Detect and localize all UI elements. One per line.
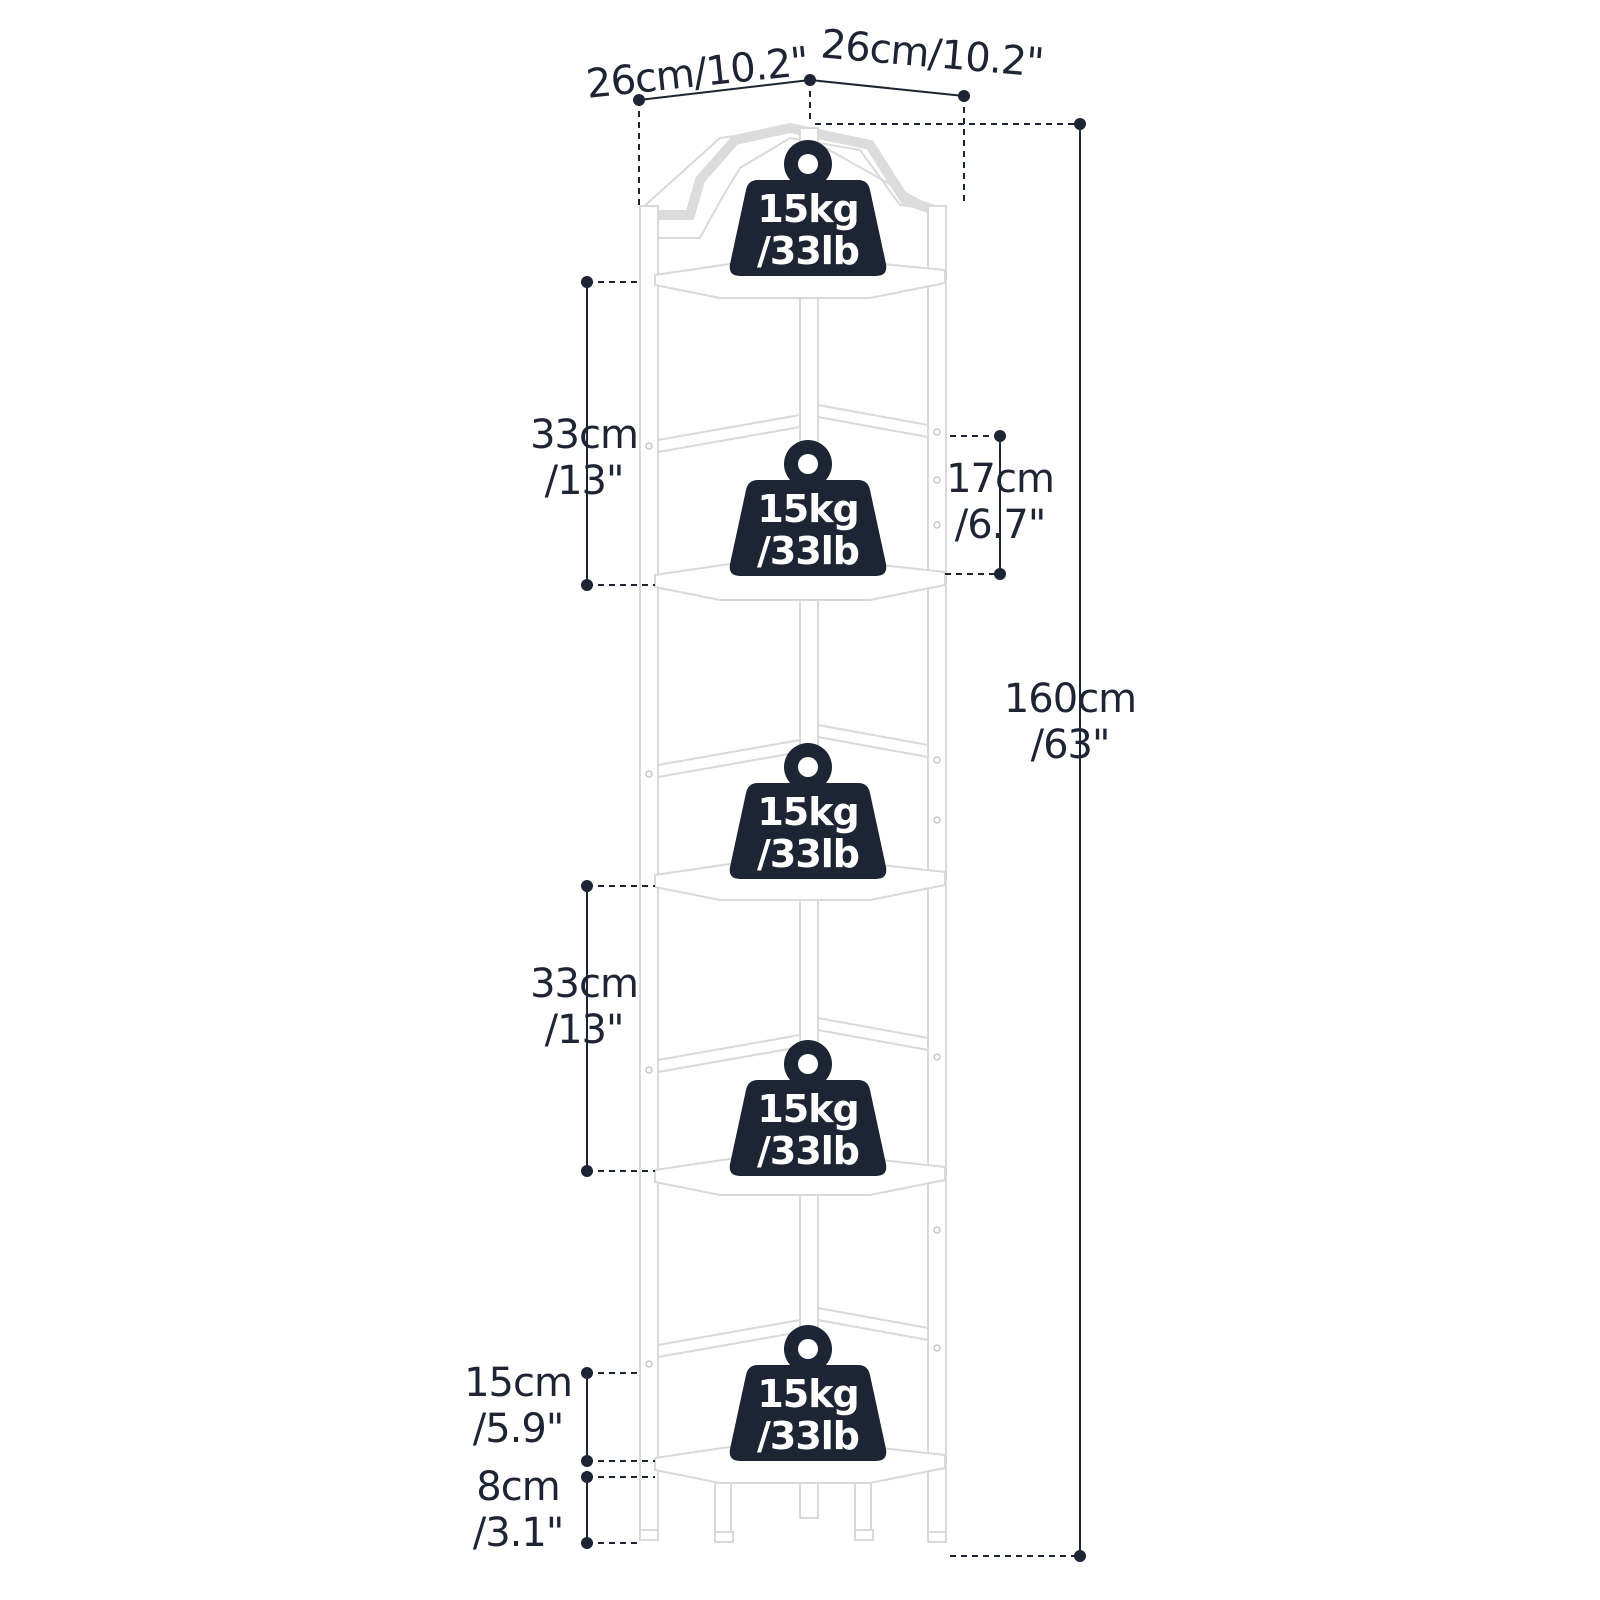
rail [657, 413, 801, 454]
weight-badge-line1: 15kg [757, 487, 858, 531]
foot-pad [854, 1529, 874, 1541]
rail [657, 1033, 801, 1074]
weight-badge-line1: 15kg [757, 1372, 858, 1416]
weight-badge-5: 15kg /33lb [729, 1325, 887, 1461]
dimension-labels: 26cm/10.2" 26cm/10.2" 160cm /63" 33cm /1… [464, 21, 1137, 1556]
weight-badge-2: 15kg /33lb [729, 440, 887, 576]
weight-badge-line2: /33lb [757, 832, 859, 876]
weight-badge-line2: /33lb [757, 1414, 859, 1458]
total-height-label-2: /63" [1031, 722, 1110, 768]
weight-badge-line2: /33lb [757, 529, 859, 573]
weight-badge-4: 15kg /33lb [729, 1040, 887, 1176]
weight-icon [729, 1325, 887, 1461]
width-right-label: 26cm/10.2" [819, 21, 1045, 86]
rail [817, 403, 929, 439]
weight-badge-line2: /33lb [757, 1129, 859, 1173]
weight-icon [729, 440, 887, 576]
post-left [639, 205, 659, 1535]
weight-icon [729, 140, 887, 276]
bottom-gap-label-1: 15cm [464, 1360, 572, 1406]
weight-badge-1: 15kg /33lb [729, 140, 887, 276]
weight-badge-line1: 15kg [757, 187, 858, 231]
base-leg [714, 1482, 732, 1534]
rail [817, 723, 929, 759]
weight-icon [729, 743, 887, 879]
dimension-lines [581, 74, 1086, 1562]
total-height-label-1: 160cm [1004, 676, 1136, 722]
shelf-gap-upper-label-2: /13" [545, 458, 624, 504]
weight-badge-line1: 15kg [757, 1087, 858, 1131]
foot-pad [639, 1529, 659, 1541]
top-crown-outline [648, 122, 942, 220]
foot-pad [927, 1531, 947, 1543]
leg-height-label-1: 8cm [476, 1464, 559, 1510]
rail [817, 1306, 929, 1342]
foot-pad [714, 1531, 734, 1543]
weight-badge-line2: /33lb [757, 229, 859, 273]
screw-holes [645, 428, 941, 1368]
top-shelf-height-label-2: /6.7" [955, 502, 1046, 548]
rail [657, 738, 801, 779]
shelf-gap-lower-label-2: /13" [545, 1007, 624, 1053]
rail [657, 1318, 801, 1359]
shelf-gap-upper-label-1: 33cm [530, 412, 638, 458]
bottom-gap-label-2: /5.9" [473, 1406, 564, 1452]
leg-height-label-2: /3.1" [473, 1510, 564, 1556]
top-shelf-height-label-1: 17cm [946, 456, 1054, 502]
shelf-gap-lower-label-1: 33cm [530, 961, 638, 1007]
weight-icon [729, 1040, 887, 1176]
base-leg [854, 1482, 872, 1534]
weight-badge-line1: 15kg [757, 790, 858, 834]
weight-badge-3: 15kg /33lb [729, 743, 887, 879]
rail [817, 1016, 929, 1052]
width-left-label: 26cm/10.2" [584, 39, 810, 108]
